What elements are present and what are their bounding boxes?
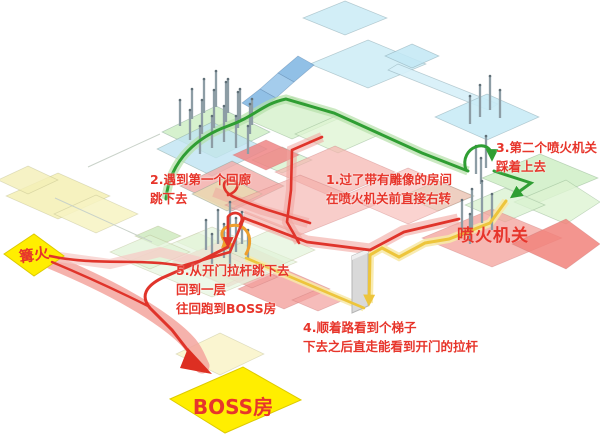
route-note-4: 4.顺着路看到个梯子 下去之后直走能看到开门的拉杆: [303, 320, 479, 354]
route-note-1: 1.过了带有雕像的房间 在喷火机关前直接右转: [326, 172, 452, 206]
boss-arrowhead: [180, 348, 212, 374]
faint-edges: [54, 133, 161, 243]
red-route: [48, 135, 461, 359]
route-note-3: 3.第二个喷火机关 踩着上去: [496, 140, 597, 174]
bonfire-label-shape: [3, 233, 65, 277]
boss-room-label: BOSS房: [192, 395, 274, 419]
route-note-5: 5.从开门拉杆跳下去 回到一层 往回跑到BOSS房: [176, 263, 290, 316]
label-shapes: [3, 233, 303, 434]
yellow-route: [244, 199, 508, 310]
flame-trap-pillars: [460, 181, 494, 244]
flame-trap-label: 喷火机关: [457, 226, 529, 246]
upper-floor-pillars: [468, 76, 502, 124]
route-note-2: 2.遇到第一个回廊 跳下去: [150, 172, 251, 206]
boss-room-label-shape: [168, 366, 303, 434]
statue-pillars: [178, 71, 254, 154]
green-route: [164, 97, 535, 201]
